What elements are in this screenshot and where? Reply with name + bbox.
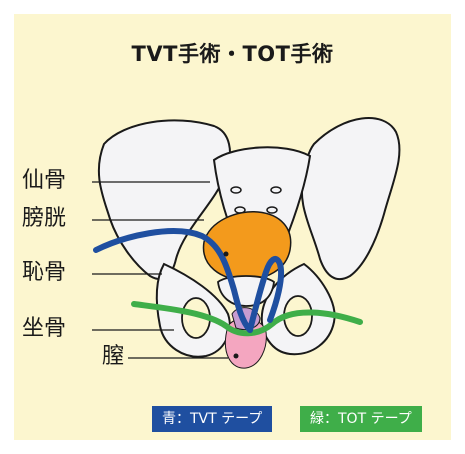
legend-tot-tape: 緑：TOT テープ — [300, 406, 422, 432]
legend-tvt-tape: 青：TVT テープ — [152, 406, 272, 432]
label-bladder: 膀胱 — [22, 208, 66, 230]
bladder-pointer-dot — [224, 252, 229, 257]
label-sacrum: 仙骨 — [22, 170, 66, 192]
right-iliac-bone — [302, 118, 400, 279]
pelvis-illustration — [14, 14, 451, 440]
label-pubis: 恥骨 — [22, 262, 66, 284]
diagram-panel: TVT手術・TOT手術 — [14, 14, 451, 440]
label-ischium: 坐骨 — [22, 318, 66, 340]
vagina-pointer-dot — [234, 354, 239, 359]
label-vagina: 膣 — [102, 346, 124, 368]
